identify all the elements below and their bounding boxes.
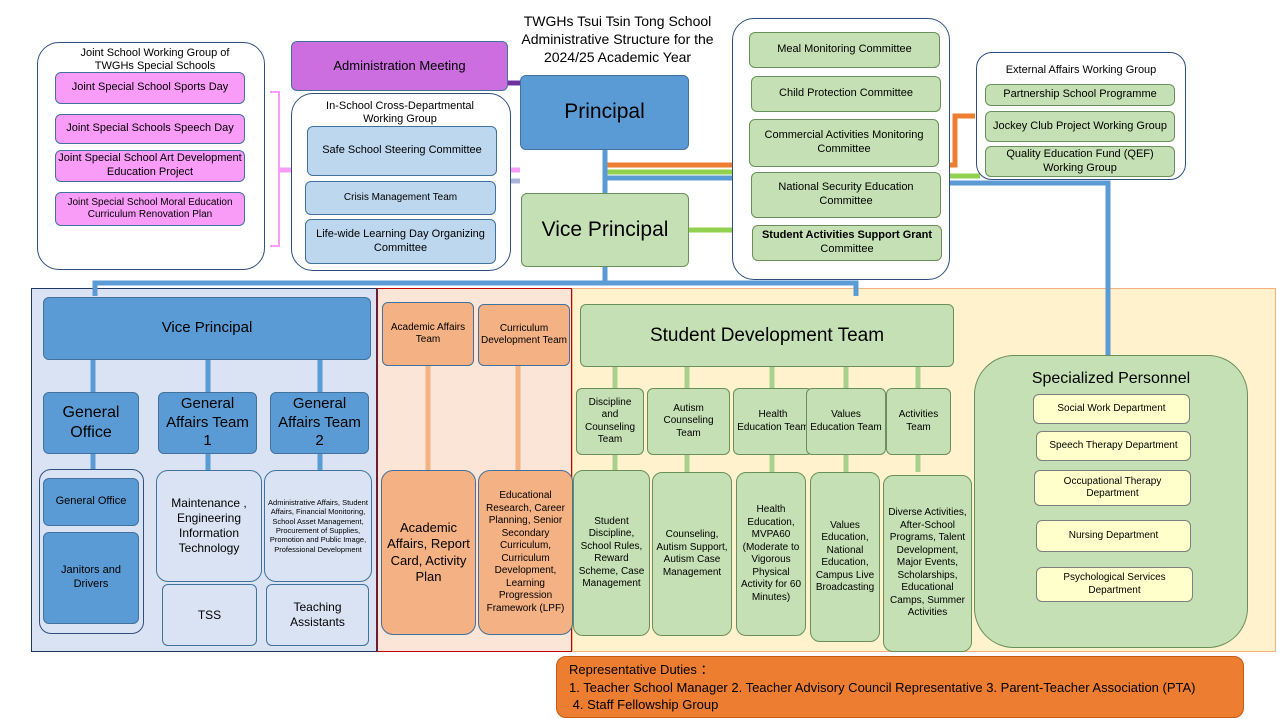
principal: Principal: [520, 75, 689, 150]
general-office-item: General Office: [43, 478, 139, 526]
joint-group-title: Joint School Working Group of TWGHs Spec…: [80, 47, 230, 73]
academic-affairs-duties: Academic Affairs, Report Card, Activity …: [381, 470, 476, 635]
cross-item: Safe School Steering Committee: [307, 126, 497, 176]
committee-bold-label: Student Activities Support Grant: [761, 229, 933, 242]
cross-group-title: In-School Cross-Departmental Working Gro…: [326, 100, 474, 126]
joint-item: Joint Special School Art Development Edu…: [55, 150, 245, 182]
committee-item: Commercial Activities Monitoring Committ…: [749, 119, 939, 167]
sdt-duties: Student Discipline, School Rules, Reward…: [573, 470, 650, 636]
committee-tail-label: Committee: [820, 243, 874, 255]
specialized-item: Nursing Department: [1036, 520, 1191, 552]
janitors-drivers: Janitors and Drivers: [43, 532, 139, 624]
vice-principal-admin: Vice Principal: [43, 297, 371, 360]
committee-item: Child Protection Committee: [751, 76, 941, 112]
curriculum-development-team: Curriculum Development Team: [478, 304, 570, 366]
sdt-team: Autism Counseling Team: [647, 388, 730, 455]
general-affairs-2-head: General Affairs Team 2: [270, 392, 369, 454]
rep-line-1: 1. Teacher School Manager 2. Teacher Adv…: [569, 679, 1196, 695]
administration-meeting: Administration Meeting: [291, 41, 508, 91]
sdt-team: Activities Team: [886, 388, 951, 455]
specialized-item: Psychological Services Department: [1036, 567, 1193, 602]
sdt-duties: Diverse Activities, After-School Program…: [883, 475, 972, 652]
curriculum-duties: Educational Research, Career Planning, S…: [478, 470, 573, 635]
cross-item: Crisis Management Team: [305, 181, 496, 215]
sdt-team: Discipline and Counseling Team: [576, 388, 644, 455]
rep-line-2: 4. Staff Fellowship Group: [569, 697, 719, 713]
teaching-assistants: Teaching Assistants: [266, 584, 369, 646]
tss: TSS: [162, 584, 257, 646]
specialized-item: Social Work Department: [1033, 394, 1190, 424]
sdt-duties: Health Education, MVPA60 (Moderate to Vi…: [736, 472, 806, 636]
cross-item: Life-wide Learning Day Organizing Commit…: [305, 219, 496, 264]
specialized-title: Specialized Personnel: [1031, 370, 1191, 387]
committee-item: Meal Monitoring Committee: [749, 32, 940, 68]
external-group-title: External Affairs Working Group: [1005, 64, 1157, 76]
external-item: Jockey Club Project Working Group: [985, 111, 1175, 142]
joint-item: Joint Special Schools Speech Day: [55, 114, 245, 144]
ga1-duties: Maintenance , Engineering Information Te…: [156, 470, 262, 582]
external-item: Quality Education Fund (QEF) Working Gro…: [985, 146, 1175, 177]
general-office-head: General Office: [43, 392, 139, 454]
joint-item: Joint Special School Moral Education Cur…: [55, 192, 245, 226]
specialized-item: Occupational Therapy Department: [1034, 470, 1191, 506]
page-title: TWGHs Tsui Tsin Tong School Administrati…: [521, 13, 714, 66]
external-item: Partnership School Programme: [985, 84, 1175, 106]
committee-item: National Security Education Committee: [751, 172, 941, 218]
representative-duties: Representative Duties ： 1. Teacher Schoo…: [556, 656, 1244, 718]
joint-item: Joint Special School Sports Day: [55, 72, 245, 104]
sdt-team: Values Education Team: [806, 388, 886, 455]
sdt-team: Health Education Team: [733, 388, 813, 455]
general-affairs-1-head: General Affairs Team 1: [158, 392, 257, 454]
sdt-duties: Counseling, Autism Support, Autism Case …: [652, 472, 732, 636]
academic-affairs-team: Academic Affairs Team: [382, 302, 474, 366]
student-development-team: Student Development Team: [580, 304, 954, 367]
specialized-item: Speech Therapy Department: [1036, 431, 1191, 461]
vice-principal-top: Vice Principal: [521, 193, 689, 267]
rep-title: Representative Duties ：: [569, 662, 714, 677]
ga2-duties: Administrative Affairs, Student Affairs,…: [264, 470, 372, 582]
sdt-duties: Values Education, National Education, Ca…: [810, 472, 880, 642]
